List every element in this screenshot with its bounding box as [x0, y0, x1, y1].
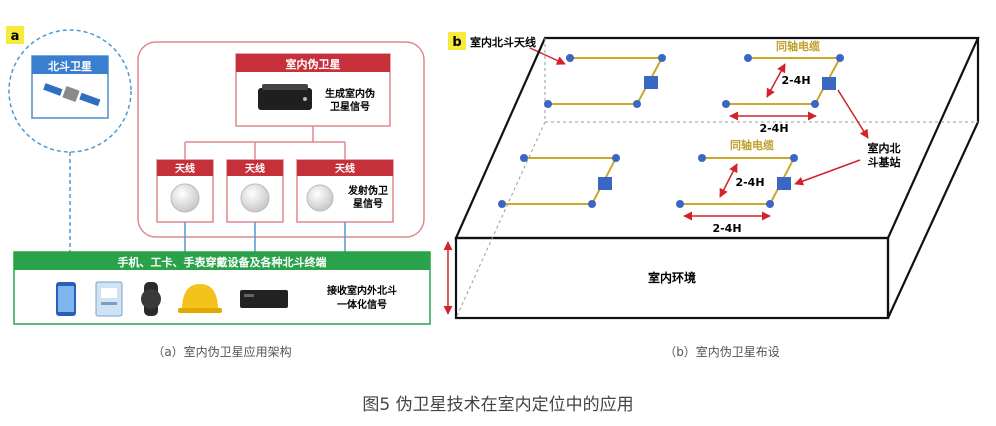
antenna-dome-icon [170, 183, 200, 213]
terminals-header [14, 252, 430, 270]
antenna-header-3 [297, 160, 393, 176]
emit-signal-line1: 发射伪卫 [347, 184, 388, 197]
satellite-icon [43, 83, 101, 107]
terminals-title: 手机、工卡、手表穿戴设备及各种北斗终端 [118, 255, 327, 269]
panel-b-tag: b [452, 35, 461, 50]
room-box [454, 36, 980, 320]
panel-a-tag-bg [6, 26, 24, 44]
helmet-icon [178, 284, 222, 313]
indoor-antenna-label: 室内北斗天线 [470, 35, 536, 49]
dist-label-2: 2-4H [759, 122, 788, 135]
terminal-connectors [184, 222, 346, 252]
pseudolite-network-2 [722, 54, 844, 108]
dist-label-1: 2-4H [781, 74, 810, 87]
receive-signal-line2: 一体化信号 [337, 298, 387, 311]
antenna-label-1: 天线 [175, 162, 195, 175]
pseudolite-network-3 [498, 154, 620, 208]
pseudolite-title: 室内伪卫星 [286, 57, 341, 71]
environment-label: 室内环境 [648, 270, 696, 285]
emit-signal-line2: 星信号 [353, 197, 383, 210]
panel-a-caption: （a）室内伪卫星应用架构 [152, 344, 291, 359]
pseudolite-header [236, 54, 390, 72]
pseudolite-network-1 [544, 54, 666, 108]
antenna-pointer-arrow [529, 47, 566, 65]
base-station-line2: 斗基站 [868, 155, 901, 169]
antenna-header-1 [157, 160, 213, 176]
coax-label-1: 同轴电缆 [776, 39, 820, 53]
watch-icon [141, 282, 161, 316]
terminal-device-icon [240, 290, 288, 308]
base-station-line1: 室内北 [868, 141, 901, 155]
panel-b-caption: （b）室内伪卫星布设 [664, 344, 780, 359]
gen-signal-line2: 卫星信号 [330, 100, 370, 113]
receive-signal-line1: 接收室内外北斗 [327, 284, 397, 297]
pseudolite-frame [137, 41, 425, 238]
antenna-header-2 [227, 160, 283, 176]
spacing-arrow-3 [719, 163, 738, 198]
pseudolite-device-icon [258, 84, 312, 110]
satellite-label: 北斗卫星 [48, 59, 92, 73]
antenna-label-2: 天线 [245, 162, 265, 175]
coax-label-2: 同轴电缆 [730, 138, 774, 152]
spacing-arrow-1 [766, 63, 786, 98]
room-hidden-edges [455, 38, 978, 319]
antenna-connectors [184, 126, 346, 160]
figure-caption: 图5 伪卫星技术在室内定位中的应用 [362, 395, 633, 415]
panel-b: b 室内北斗天线 室内环境 [443, 32, 980, 359]
antenna-label-3: 天线 [335, 162, 355, 175]
satellite-header [32, 56, 108, 74]
antenna-dome-icon [306, 184, 334, 212]
satellite-zone [8, 29, 132, 153]
pseudolite-network-4 [676, 154, 798, 208]
panel-b-tag-bg [448, 32, 466, 50]
base-station-arrow-2 [794, 159, 861, 186]
base-station-arrow-1 [837, 89, 869, 139]
dist-label-4: 2-4H [712, 222, 741, 235]
antenna-dome-icon [240, 183, 270, 213]
phone-icon [56, 282, 76, 316]
gen-signal-line1: 生成室内伪 [325, 87, 375, 100]
badge-card-icon [95, 281, 123, 317]
panel-a-tag: a [11, 29, 20, 44]
dist-label-3: 2-4H [735, 176, 764, 189]
panel-a: a 北斗卫星 室内伪卫星 生成室内伪 卫星信号 [6, 26, 431, 359]
